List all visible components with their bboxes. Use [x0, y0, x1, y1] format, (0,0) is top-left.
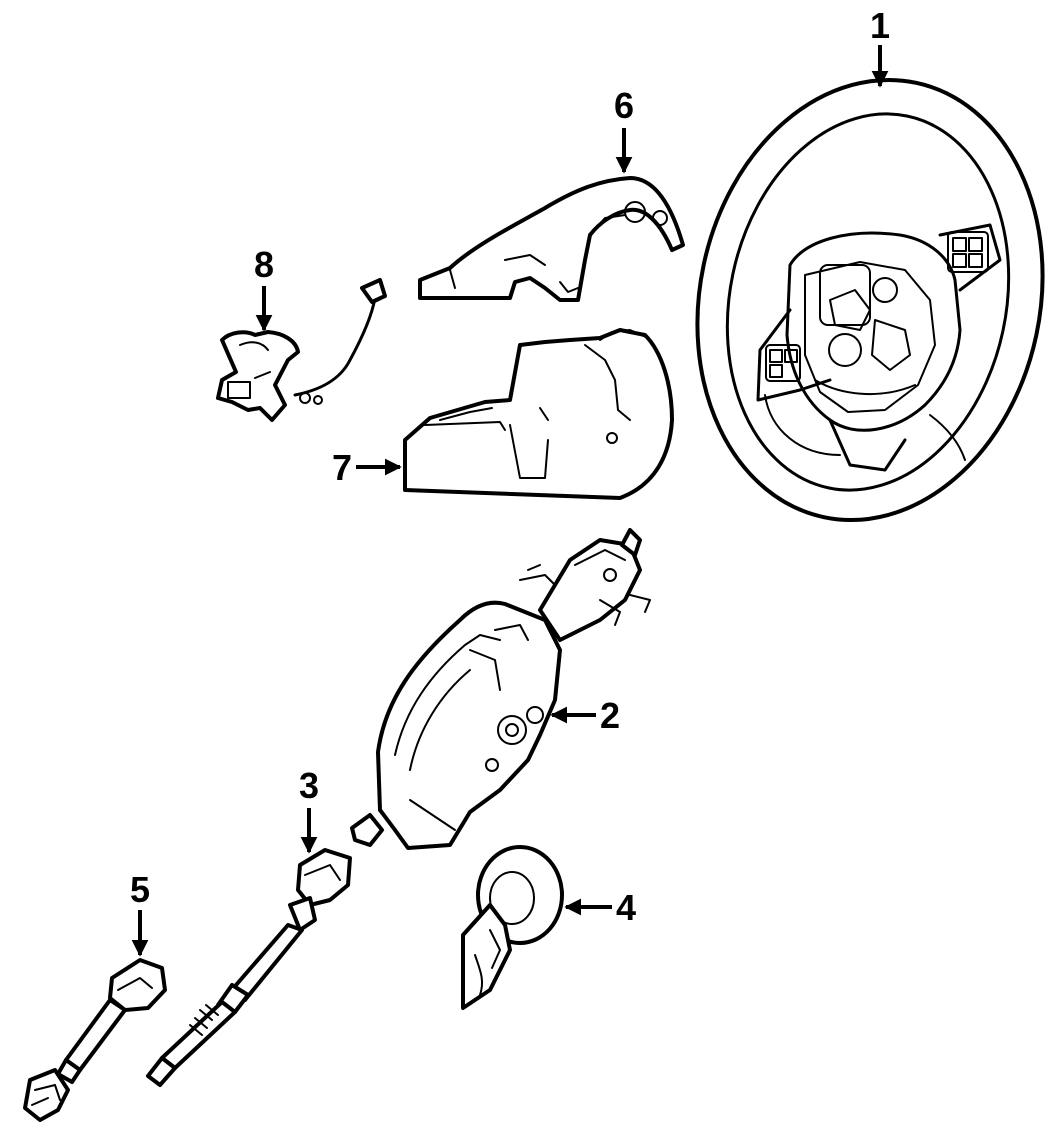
- callout-7: 7: [332, 447, 352, 488]
- steering-wheel[interactable]: [658, 48, 1056, 553]
- lower-shaft[interactable]: [23, 958, 167, 1122]
- callout-8: 8: [254, 244, 274, 285]
- callout-1: 1: [870, 5, 890, 46]
- callout-4: 4: [616, 887, 636, 928]
- upper-cover[interactable]: [418, 176, 685, 302]
- callout-2: 2: [600, 695, 620, 736]
- callout-labels: 1 2 3 4 5 6 7 8: [130, 5, 890, 928]
- boot-seal[interactable]: [461, 845, 564, 1010]
- lower-cover[interactable]: [403, 328, 674, 500]
- callout-5: 5: [130, 869, 150, 910]
- callout-arrows: [131, 45, 889, 957]
- clockspring[interactable]: [216, 278, 387, 422]
- steering-column[interactable]: [350, 528, 651, 850]
- callout-3: 3: [299, 765, 319, 806]
- intermediate-shaft[interactable]: [146, 848, 352, 1087]
- callout-6: 6: [614, 85, 634, 126]
